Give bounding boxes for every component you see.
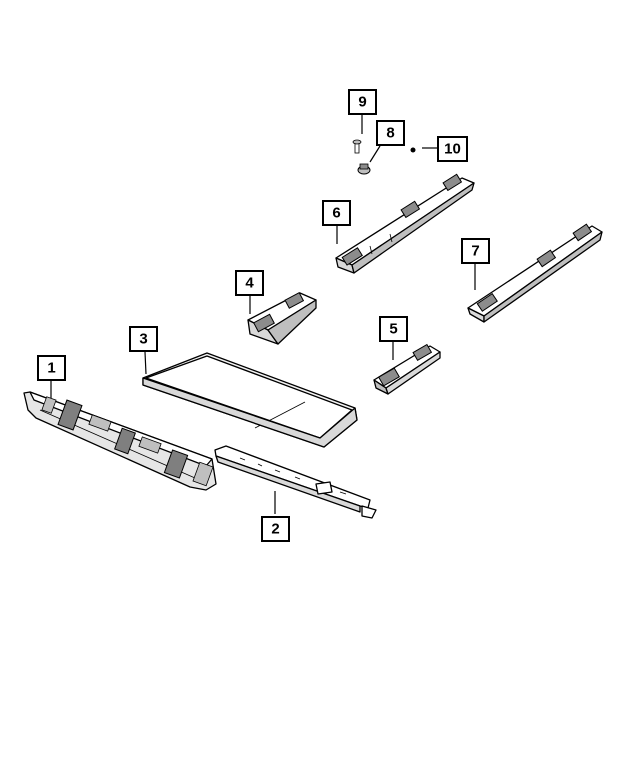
callout-7: 7 [461, 238, 490, 264]
callout-6: 6 [322, 200, 351, 226]
part-8-clip-nut [357, 163, 371, 175]
part-7-long-bracket [467, 223, 603, 323]
callout-7-label: 7 [471, 243, 479, 260]
callout-3-label: 3 [139, 331, 147, 348]
callout-4-label: 4 [245, 275, 254, 292]
callout-3: 3 [129, 326, 158, 352]
callout-10-label: 10 [444, 141, 461, 158]
callout-9-label: 9 [358, 94, 366, 111]
part-3-load-floor-panel [142, 352, 358, 448]
part-10-fastener [410, 147, 416, 153]
callout-2: 2 [261, 516, 290, 542]
callout-6-label: 6 [332, 205, 340, 222]
part-4-small-bracket [247, 292, 317, 345]
callout-8: 8 [376, 120, 405, 146]
callout-4: 4 [235, 270, 264, 296]
callout-2-label: 2 [271, 521, 279, 538]
callout-5: 5 [379, 316, 408, 342]
part-1-rear-trim-panel [23, 391, 217, 491]
part-6-long-bracket [335, 173, 475, 274]
callout-5-label: 5 [389, 321, 397, 338]
callout-10: 10 [437, 136, 468, 162]
part-2-support-rail [214, 445, 377, 519]
part-5-small-bracket [373, 343, 441, 395]
callout-1: 1 [37, 355, 66, 381]
part-9-screw [352, 139, 362, 154]
callout-1-label: 1 [47, 360, 55, 377]
callout-8-label: 8 [386, 125, 394, 142]
leader-lines [50, 114, 476, 514]
callout-9: 9 [348, 89, 377, 115]
